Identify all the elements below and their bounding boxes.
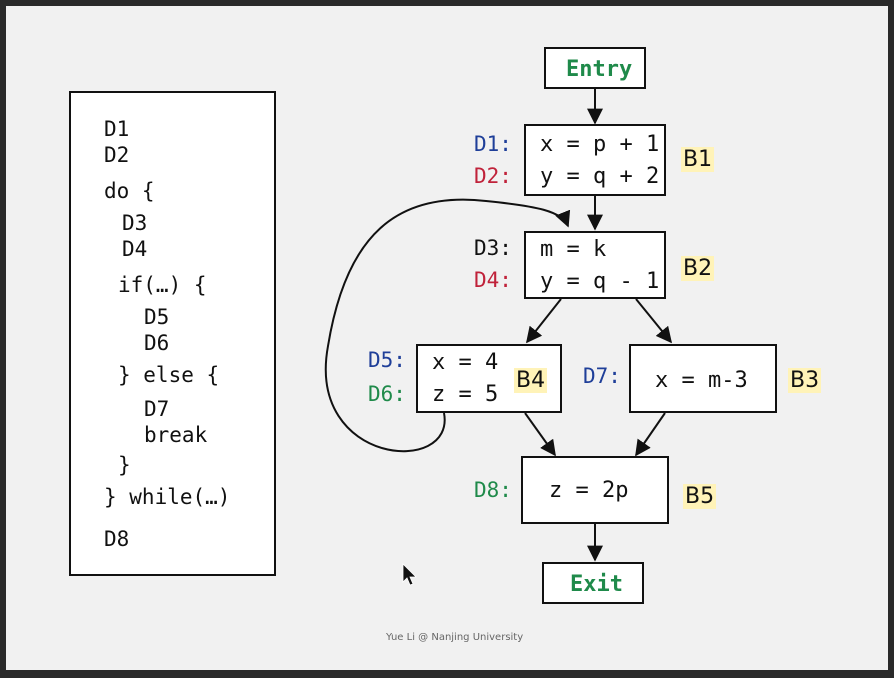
exit-label: Exit [570,572,623,597]
code-line: D1 [104,117,130,141]
entry-node: Entry [544,47,646,89]
edge-b4-b5 [524,412,556,457]
b4-label: B4 [514,368,548,393]
code-line: } while(…) [104,485,231,509]
code-line: D2 [104,143,130,167]
block-b2: m = k y = q - 1 [524,231,666,299]
code-line: D5 [144,305,170,329]
block-b4: x = 4 z = 5 B4 [416,344,562,413]
d2-statement: y = q + 2 [540,164,660,189]
code-line: D3 [122,211,148,235]
code-box: D1 D2 do { D3 D4 if(…) { D5 D6 } else { … [69,91,276,576]
code-line: do { [104,179,155,203]
edge-b3-b5 [635,412,666,457]
b5-label: B5 [683,484,717,509]
d7-label: D7: [583,364,621,388]
d6-statement: z = 5 [432,382,499,407]
footer-credit: Yue Li @ Nanjing University [386,632,524,643]
d7-statement: x = m-3 [655,368,748,393]
code-line: D7 [144,397,170,421]
d2-label: D2: [474,164,512,188]
b2-label: B2 [681,256,715,281]
d5-label: D5: [368,348,406,372]
d1-statement: x = p + 1 [540,132,660,157]
code-line: D8 [104,527,130,551]
d8-label: D8: [474,478,512,502]
d3-label: D3: [474,236,512,260]
d8-statement: z = 2p [549,478,629,503]
block-b5: z = 2p [521,456,669,524]
d6-label: D6: [368,382,406,406]
b1-label: B1 [681,147,715,172]
entry-label: Entry [566,57,633,82]
slide: D1 D2 do { D3 D4 if(…) { D5 D6 } else { … [6,6,888,670]
block-b3: x = m-3 [629,344,777,413]
code-line: } [118,453,131,477]
block-b1: x = p + 1 y = q + 2 [524,124,666,196]
code-line: D6 [144,331,170,355]
cfg-edges [324,89,673,562]
d4-statement: y = q - 1 [540,269,660,294]
code-line: if(…) { [118,273,207,297]
d3-statement: m = k [540,237,607,262]
edge-b2-b4 [526,298,562,344]
edge-b4-b2-back [324,198,571,453]
edge-b2-b3 [635,298,673,344]
code-line: D4 [122,237,148,261]
d1-label: D1: [474,132,512,156]
d5-statement: x = 4 [432,350,499,375]
code-line: break [144,423,208,447]
d4-label: D4: [474,268,512,292]
code-line: } else { [118,363,220,387]
b3-label: B3 [788,368,822,393]
exit-node: Exit [542,562,644,604]
